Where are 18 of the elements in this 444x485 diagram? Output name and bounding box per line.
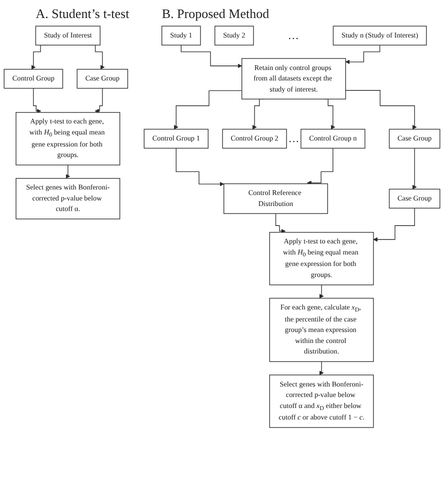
arrow (33, 88, 42, 114)
arrow (176, 148, 224, 186)
arrow (275, 213, 286, 234)
arrow (94, 88, 103, 114)
panel-heading: A. Student’s t-test (36, 7, 130, 22)
arrow (345, 44, 380, 64)
arrow (306, 148, 334, 186)
arrow (412, 148, 417, 190)
arrow (180, 44, 242, 68)
panel-heading: B. Proposed Method (162, 7, 270, 22)
ellipsis: … (288, 132, 300, 145)
ellipsis: … (288, 30, 299, 42)
arrow (174, 90, 242, 130)
arrow (345, 90, 417, 130)
arrow (66, 164, 70, 179)
arrow (319, 284, 324, 298)
arrow (319, 361, 324, 376)
arrow (373, 208, 415, 242)
